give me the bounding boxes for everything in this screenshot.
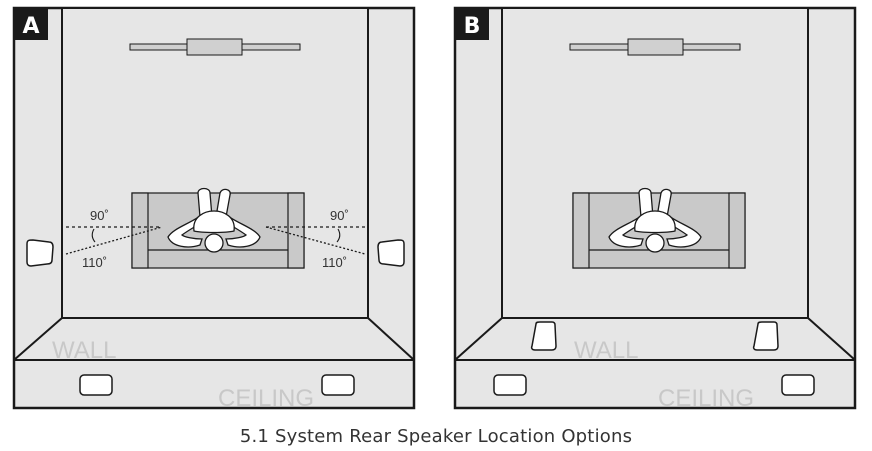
ceiling-label: CEILING	[218, 385, 314, 412]
ceiling-label: CEILING	[658, 385, 754, 412]
ceiling-speaker-right	[781, 374, 815, 396]
panel-badge-letter: B	[464, 14, 481, 39]
figure-caption: 5.1 System Rear Speaker Location Options	[239, 426, 633, 447]
wall-label: WALL	[52, 337, 116, 364]
center-speaker	[129, 38, 301, 56]
center-speaker	[569, 38, 741, 56]
angle-lines	[65, 226, 366, 255]
angle-110-left: 110˚	[82, 255, 107, 270]
rear-speaker-floor-right	[752, 321, 779, 351]
rear-speaker-right-wall	[377, 239, 405, 267]
angle-90-right: 90˚	[330, 208, 349, 223]
panel-badge	[14, 8, 48, 40]
panel-a: 90˚ 110˚ 90˚ 110˚ WALL CEILING A	[12, 6, 416, 412]
angle-90-left: 90˚	[90, 208, 109, 223]
wall-label: WALL	[574, 337, 638, 364]
angle-110-right: 110˚	[322, 255, 347, 270]
rear-speaker-left-wall	[26, 239, 54, 267]
ceiling-speaker-left	[493, 374, 527, 396]
panel-b: WALL CEILING B	[453, 6, 857, 412]
panel-badge	[455, 8, 489, 40]
ceiling-speaker-right	[321, 374, 355, 396]
rear-speaker-floor-left	[530, 321, 557, 351]
ceiling-speaker-left	[79, 374, 113, 396]
panel-badge-letter: A	[22, 14, 39, 39]
